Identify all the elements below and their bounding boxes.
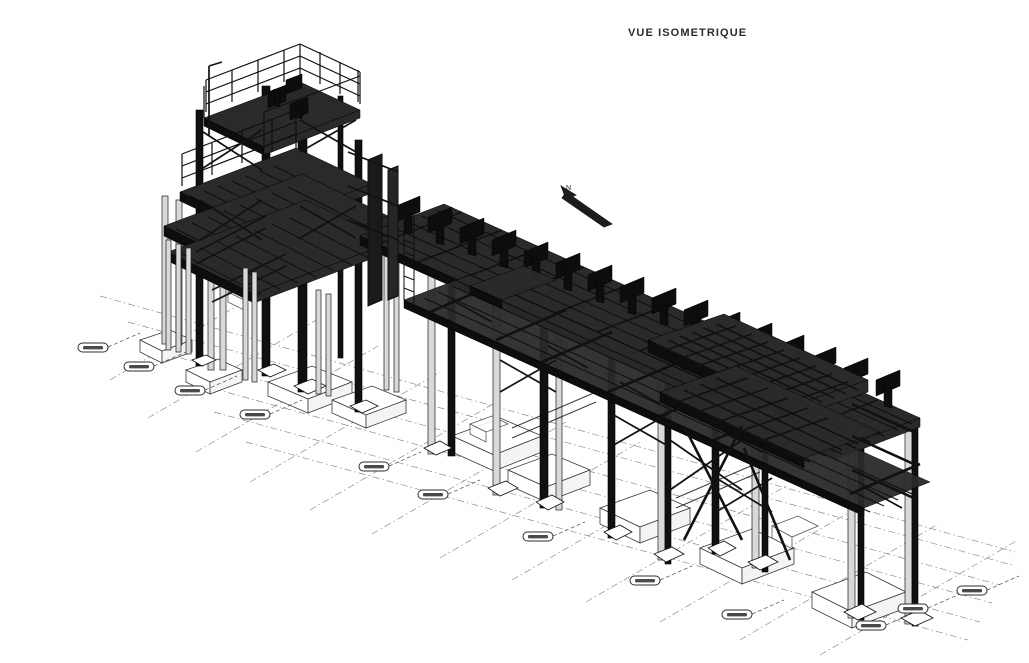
secondary-pipework bbox=[347, 151, 761, 509]
callout-tag[interactable] bbox=[239, 399, 303, 420]
tower-risers bbox=[165, 239, 400, 397]
tag-leader-line bbox=[153, 351, 187, 367]
tag-text-glyphs bbox=[861, 624, 881, 628]
tag-leader-line bbox=[659, 565, 693, 581]
tag-leader-line bbox=[388, 451, 422, 467]
tag-text-glyphs bbox=[364, 465, 384, 469]
callout-tag[interactable] bbox=[522, 521, 586, 542]
callout-tag[interactable] bbox=[123, 351, 187, 372]
tag-text-glyphs bbox=[727, 613, 747, 617]
callout-tag[interactable] bbox=[956, 575, 1020, 596]
tag-text-glyphs bbox=[528, 535, 548, 539]
tag-text-glyphs bbox=[903, 607, 923, 611]
tag-text-glyphs bbox=[423, 493, 443, 497]
rack-knee-braces bbox=[451, 299, 903, 509]
tag-leader-line bbox=[552, 521, 586, 537]
access-platform-tower bbox=[163, 43, 400, 397]
tag-leader-line bbox=[107, 332, 141, 348]
callout-tag[interactable] bbox=[629, 565, 693, 586]
end-bent bbox=[851, 402, 919, 502]
callout-tag[interactable] bbox=[897, 593, 961, 614]
page-title: VUE ISOMETRIQUE bbox=[628, 27, 748, 39]
roof-equipment bbox=[267, 73, 309, 121]
callout-tag[interactable] bbox=[417, 479, 481, 500]
callout-tag[interactable] bbox=[174, 375, 238, 396]
module-bracing bbox=[682, 425, 792, 561]
tag-text-glyphs bbox=[635, 579, 655, 583]
tag-leader-line bbox=[204, 375, 238, 391]
north-arrow: N bbox=[560, 185, 613, 228]
callout-tag-layer bbox=[77, 332, 1020, 631]
tower-stairs bbox=[195, 215, 287, 303]
north-arrow-label: N bbox=[566, 185, 571, 192]
tag-text-glyphs bbox=[129, 365, 149, 369]
tag-leader-line bbox=[986, 575, 1020, 591]
callout-tag[interactable] bbox=[721, 599, 785, 620]
tower-bracing bbox=[199, 119, 357, 241]
tag-leader-line bbox=[751, 599, 785, 615]
callout-tag[interactable] bbox=[358, 451, 422, 472]
ladder bbox=[403, 206, 415, 304]
callout-tag[interactable] bbox=[77, 332, 141, 353]
tag-leader-line bbox=[447, 479, 481, 495]
tag-text-glyphs bbox=[83, 346, 103, 350]
tag-leader-line bbox=[927, 593, 961, 609]
tag-text-glyphs bbox=[245, 413, 265, 417]
tag-leader-line bbox=[269, 399, 303, 415]
pipe-rack bbox=[359, 195, 931, 517]
level4-joists bbox=[181, 217, 371, 296]
east-end-module bbox=[647, 313, 919, 561]
tag-text-glyphs bbox=[962, 589, 982, 593]
tag-text-glyphs bbox=[180, 389, 200, 393]
